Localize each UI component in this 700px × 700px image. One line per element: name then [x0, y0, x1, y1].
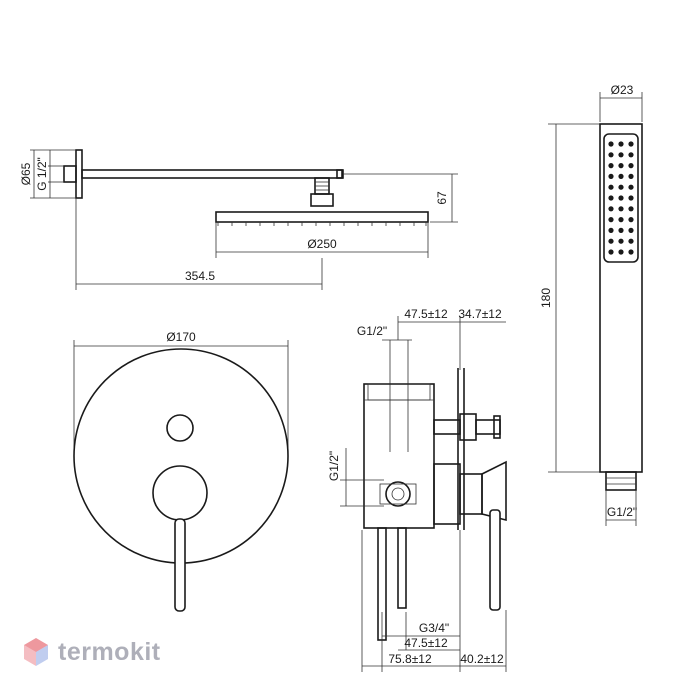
nozzle-dot: [618, 206, 624, 212]
nozzle-dot: [608, 141, 614, 147]
flange-thread: [63, 165, 77, 183]
side-lever: [489, 509, 501, 611]
nozzle-dot: [618, 195, 624, 201]
nozzle-dot: [618, 173, 624, 179]
lever-base: [152, 465, 208, 521]
nozzle-dot: [618, 249, 624, 255]
nozzle-dot: [608, 163, 614, 169]
dim-valve-depth: 75.8±12: [388, 652, 432, 666]
nozzle-dot: [618, 238, 624, 244]
cube-logo-icon: [24, 638, 48, 666]
nozzle-dot: [608, 227, 614, 233]
nozzle-dot: [628, 195, 634, 201]
nozzle-dot: [628, 238, 634, 244]
diverter-knob: [166, 414, 194, 442]
nozzle-dot: [608, 206, 614, 212]
nozzle-dot: [618, 227, 624, 233]
dim-head-height: 67: [435, 191, 449, 205]
dim-head-diameter: Ø250: [307, 237, 337, 251]
lever-housing: [481, 460, 507, 522]
diverter-nut: [459, 413, 477, 441]
dim-valve-projection: 40.2±12: [460, 652, 504, 666]
dim-plate-diameter: Ø170: [166, 330, 196, 344]
nozzle-dot: [618, 217, 624, 223]
nozzle-dot: [628, 184, 634, 190]
wall-flange: [75, 149, 83, 199]
dim-valve-b: 34.7±12: [458, 307, 502, 321]
dim-hand-shower-thread: G1/2": [607, 505, 637, 519]
nozzle-dot: [628, 217, 634, 223]
dim-arm-length: 354.5: [185, 269, 215, 283]
nozzle-dot: [618, 152, 624, 158]
valve-section-view: G1/2" 47.5±12 34.7±12: [327, 307, 507, 672]
inlet-fitting: [385, 481, 411, 507]
dim-top-outlet-thread: G1/2": [357, 324, 387, 338]
nozzle-dot: [628, 206, 634, 212]
watermark-brand: termokit: [58, 637, 161, 666]
mixer-lever: [174, 518, 186, 612]
watermark: termokit: [22, 636, 161, 668]
shower-head: [215, 211, 429, 223]
dim-flange-diameter: Ø65: [19, 162, 33, 185]
nozzle-dot: [628, 173, 634, 179]
spray-nozzles: [608, 141, 634, 255]
nozzle-dot: [608, 195, 614, 201]
shower-arm: [81, 169, 343, 179]
hand-shower-view: Ø23 180 G1/2": [539, 83, 643, 526]
nozzle-dot: [608, 173, 614, 179]
nozzle-dot: [608, 249, 614, 255]
shower-arm-view: Ø65 G 1/2" 67 Ø250 354.5: [19, 149, 458, 290]
nozzle-dot: [628, 141, 634, 147]
nozzle-dot: [618, 141, 624, 147]
dim-inlet-thread: G1/2": [327, 451, 341, 481]
dim-bottom-thread: G3/4": [419, 621, 449, 635]
nozzle-dot: [608, 238, 614, 244]
nozzle-dot: [628, 152, 634, 158]
dim-hand-shower-diameter: Ø23: [611, 83, 634, 97]
spray-face: [603, 133, 639, 263]
nozzle-dot: [628, 249, 634, 255]
nozzle-dot: [618, 184, 624, 190]
nozzle-dot: [608, 217, 614, 223]
nozzle-dot: [608, 184, 614, 190]
mixer-plate-view: Ø170: [73, 330, 289, 612]
dim-arm-thread: G 1/2": [35, 157, 49, 191]
nozzle-dot: [628, 163, 634, 169]
nozzle-dot: [618, 163, 624, 169]
nozzle-dot: [608, 152, 614, 158]
dim-hand-shower-length: 180: [539, 288, 553, 308]
dim-valve-a: 47.5±12: [404, 307, 448, 321]
dim-valve-c: 47.5±12: [404, 636, 448, 650]
hose-connector: [605, 471, 637, 491]
nozzle-dot: [628, 227, 634, 233]
